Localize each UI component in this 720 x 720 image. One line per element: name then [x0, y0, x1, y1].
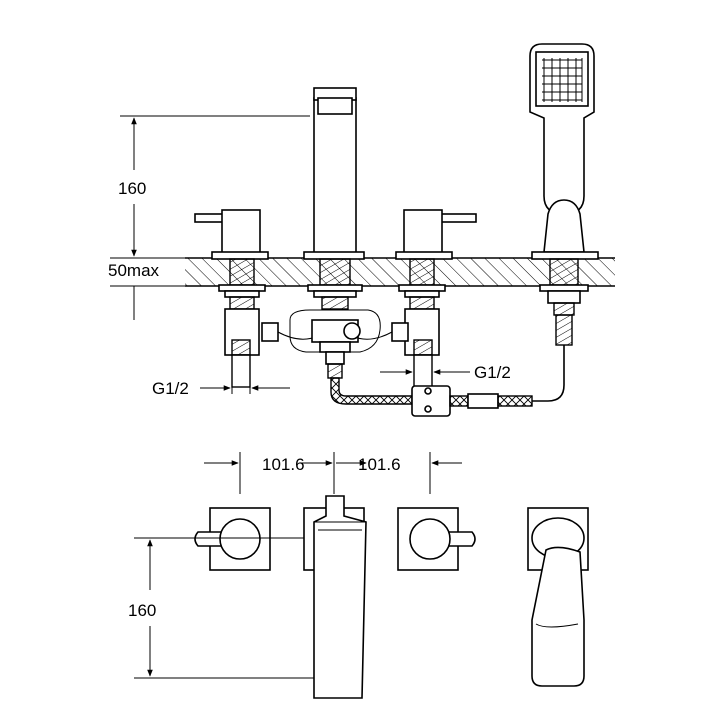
dimension-inlet-right: G1/2 [380, 352, 511, 382]
dimension-spout-height: 160 [118, 115, 310, 257]
dimension-spout-reach: 160 [128, 537, 314, 679]
dim-spout-height-label: 160 [118, 179, 146, 198]
diverter-assembly [261, 309, 565, 417]
front-elevation: 160 50max G1/2 G1/2 [108, 43, 615, 417]
dim-inlet-right-label: G1/2 [474, 363, 511, 382]
dim-spout-reach-label: 160 [128, 601, 156, 620]
right-valve [395, 209, 477, 388]
dimension-spacing: 101.6 101.6 [204, 452, 462, 494]
dimension-inlet-left: G1/2 [152, 352, 290, 398]
left-valve-plan [194, 507, 271, 571]
shower-nozzle-grid [542, 58, 583, 102]
dim-spacing-right-label: 101.6 [358, 455, 401, 474]
dim-deck-label: 50max [108, 261, 160, 280]
hand-shower-plan [527, 507, 589, 687]
right-valve-plan [397, 507, 476, 571]
plan-view: 101.6 101.6 [128, 452, 589, 699]
dimension-deck-thickness: 50max [108, 257, 185, 320]
left-valve [194, 209, 269, 388]
bath-spout [303, 87, 365, 310]
dim-spacing-left-label: 101.6 [262, 455, 305, 474]
spout-plan [303, 495, 367, 699]
hand-shower [529, 43, 599, 346]
dim-inlet-left-label: G1/2 [152, 379, 189, 398]
